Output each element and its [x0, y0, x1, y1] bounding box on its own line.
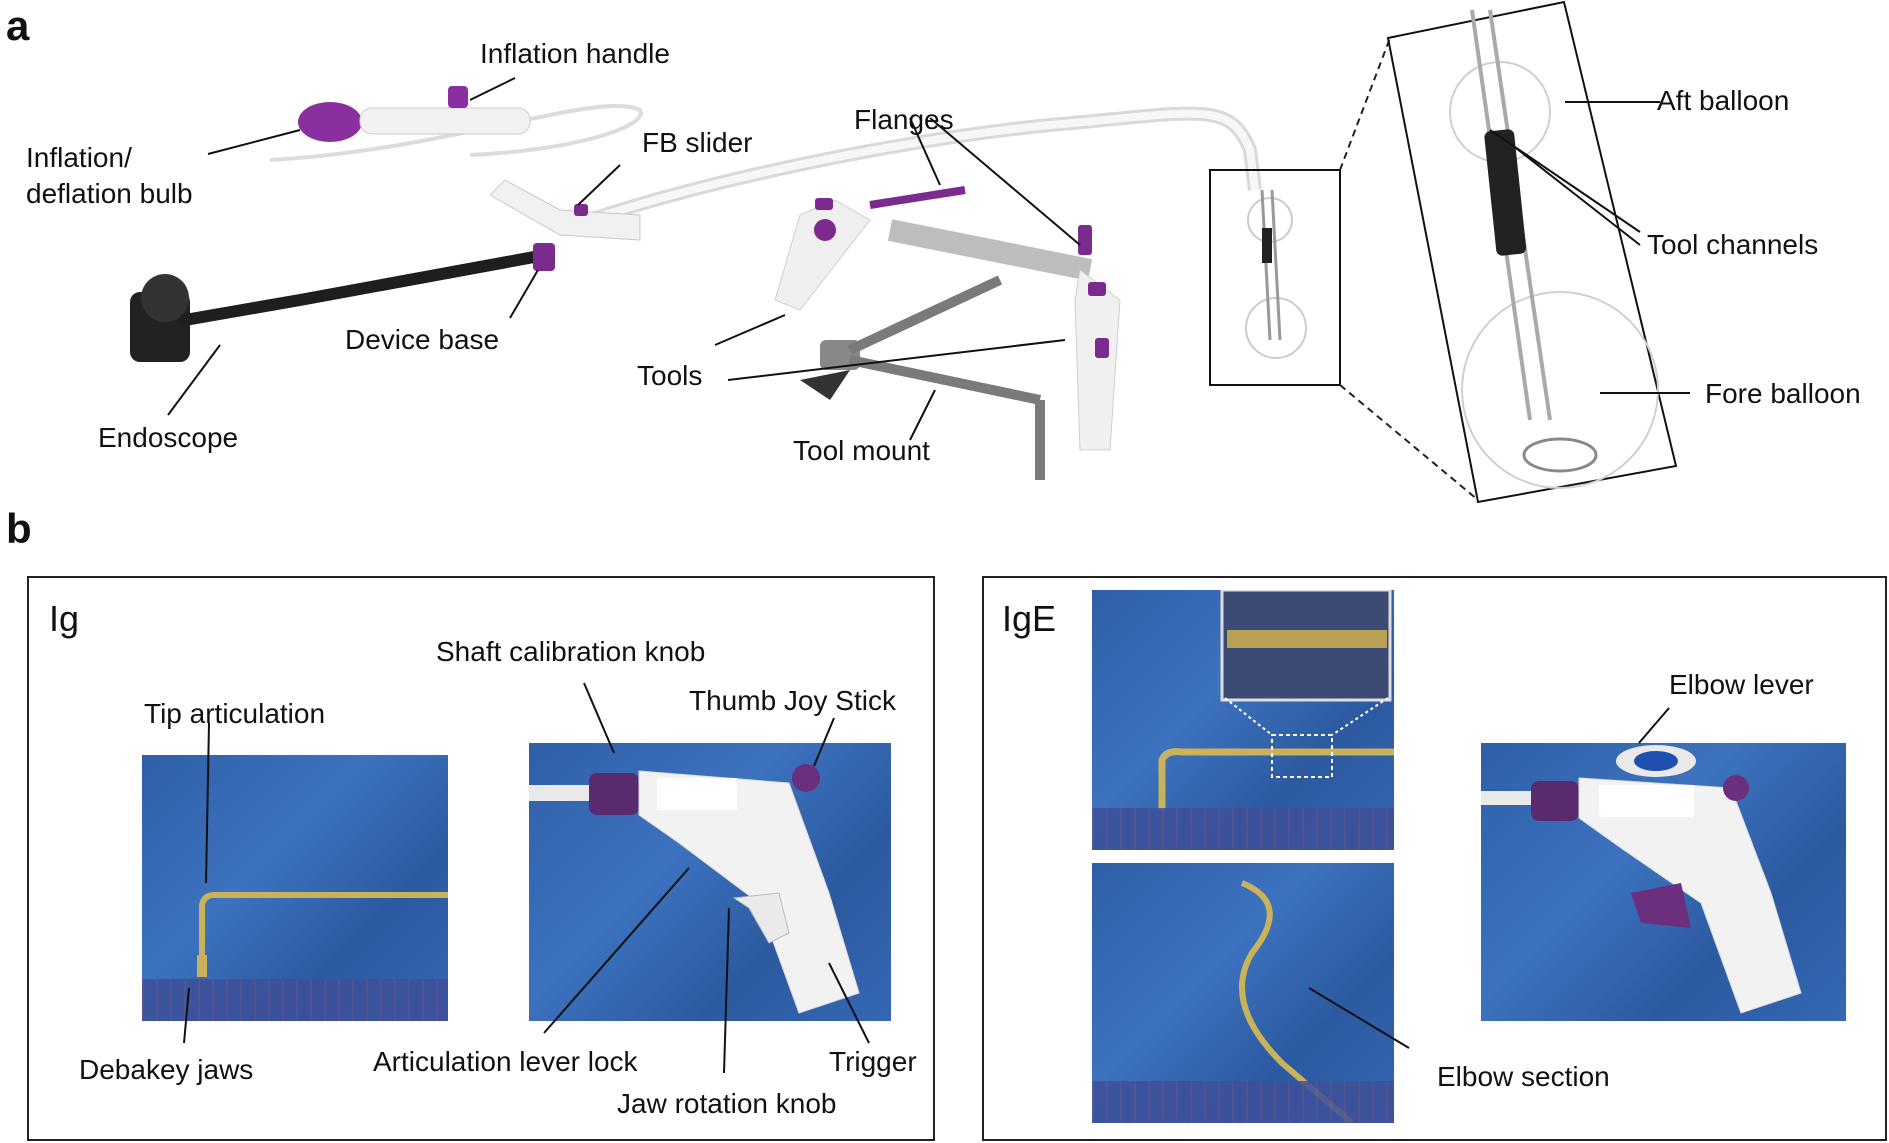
panel-b-letter: b: [6, 505, 32, 552]
label-articulation-lever-lock: Articulation lever lock: [373, 1046, 638, 1077]
ige-handle-photo: [1481, 743, 1846, 1021]
label-device-base: Device base: [345, 324, 500, 355]
ige-bottom-photo: [1092, 863, 1394, 1123]
label-shaft-calibration-knob: Shaft calibration knob: [436, 636, 706, 667]
ige-title: IgE: [1002, 598, 1057, 639]
label-thumb-joy-stick: Thumb Joy Stick: [689, 685, 896, 716]
panel-a-illustration: [130, 0, 1690, 504]
ig-title: Ig: [49, 598, 80, 639]
label-fb-slider: FB slider: [642, 127, 753, 158]
label-elbow-lever: Elbow lever: [1669, 669, 1814, 700]
label-tools: Tools: [637, 360, 703, 391]
label-tool-channels: Tool channels: [1647, 229, 1819, 260]
ige-leaders: [1308, 707, 1670, 1049]
label-inflation-handle: Inflation handle: [480, 38, 670, 69]
ig-leaders: [183, 682, 870, 1074]
label-debakey-jaws: Debakey jaws: [79, 1054, 254, 1085]
label-elbow-section: Elbow section: [1437, 1061, 1610, 1092]
ige-panel: IgE Elbow leve: [982, 576, 1887, 1141]
label-tip-articulation: Tip articulation: [144, 698, 326, 729]
label-flanges: Flanges: [854, 104, 954, 135]
panel-a-letter: a: [6, 2, 30, 49]
label-trigger: Trigger: [829, 1046, 917, 1077]
ig-panel: Ig Tip articulation Debakey jaws Shaft c…: [27, 576, 935, 1141]
label-tool-mount: Tool mount: [793, 435, 930, 466]
label-inflation-bulb-line2: deflation bulb: [26, 178, 193, 209]
label-jaw-rotation-knob: Jaw rotation knob: [617, 1088, 837, 1119]
ig-tip-photo: [142, 755, 448, 1021]
label-endoscope: Endoscope: [98, 422, 239, 453]
ig-handle-photo: [529, 743, 891, 1021]
ige-top-photo: [1092, 590, 1394, 850]
label-aft-balloon: Aft balloon: [1657, 85, 1790, 116]
label-fore-balloon: Fore balloon: [1705, 378, 1861, 409]
label-inflation-bulb-line1: Inflation/: [26, 142, 132, 173]
